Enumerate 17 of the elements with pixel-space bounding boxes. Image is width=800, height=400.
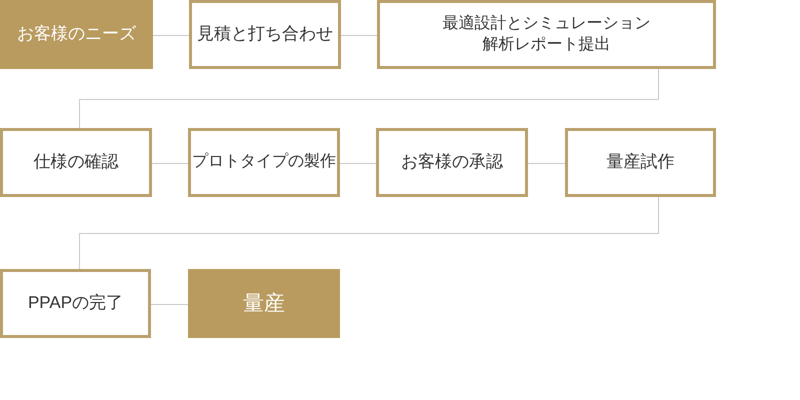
process-box: プロトタイプの製作 xyxy=(188,128,340,197)
connector-line xyxy=(528,163,566,164)
process-box: 量産試作 xyxy=(565,128,716,197)
connector-line xyxy=(79,196,659,270)
process-box: 最適設計とシミュレーション解析レポート提出 xyxy=(377,0,716,69)
connector-line xyxy=(152,35,190,36)
process-box: 見積と打ち合わせ xyxy=(189,0,341,69)
connector-line xyxy=(152,163,188,164)
connector-line xyxy=(340,35,378,36)
process-box: 量産 xyxy=(188,269,340,338)
connector-line xyxy=(79,68,659,128)
process-box: 仕様の確認 xyxy=(0,128,152,197)
process-box: PPAPの完了 xyxy=(0,269,151,338)
connector-line xyxy=(150,304,188,305)
process-box: お客様のニーズ xyxy=(0,0,153,69)
process-box: お客様の承認 xyxy=(376,128,528,197)
connector-line xyxy=(340,163,376,164)
